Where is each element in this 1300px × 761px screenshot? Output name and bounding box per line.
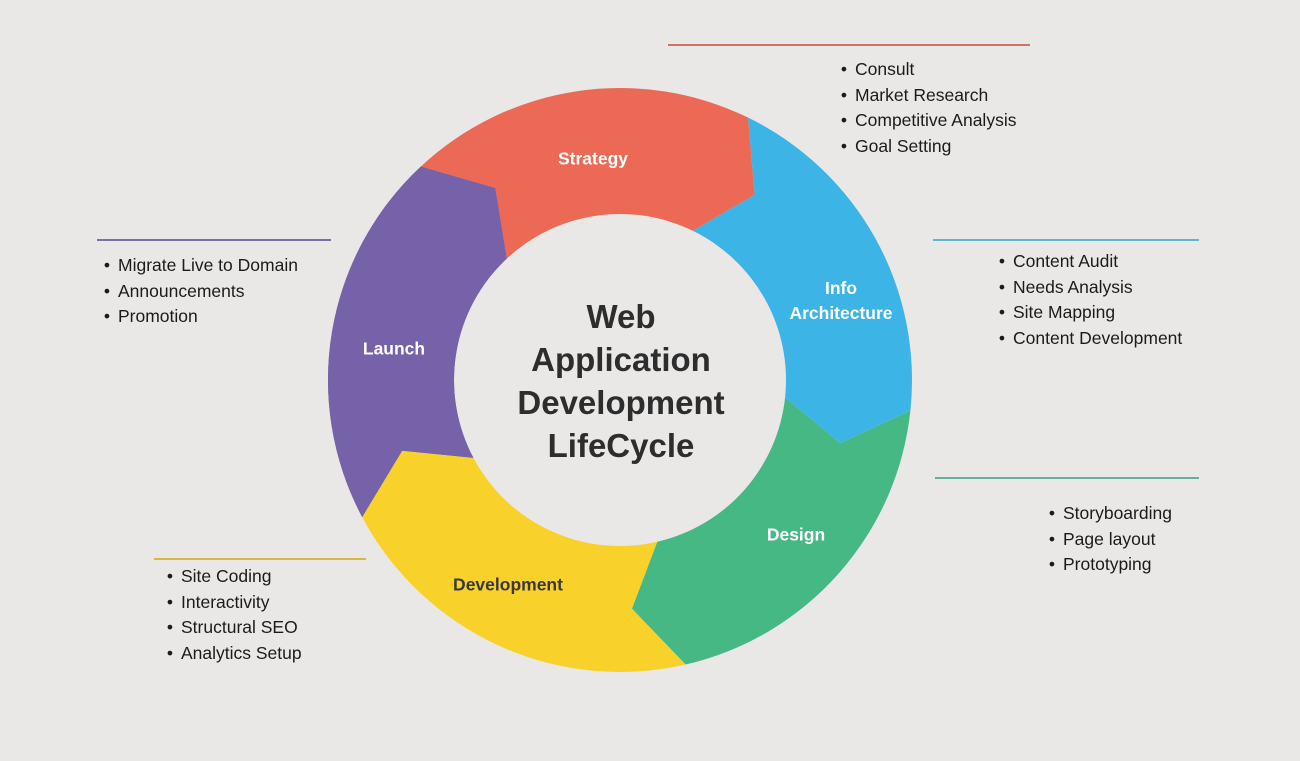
- list-item-text: Market Research: [855, 84, 989, 105]
- list-item: • Content Development: [994, 326, 1182, 352]
- bullet-icon: •: [998, 302, 1006, 322]
- segment-strategy: [420, 88, 755, 259]
- bullet-icon: •: [1048, 528, 1056, 549]
- segment-launch: [328, 166, 507, 518]
- list-item-text: Announcements: [118, 280, 245, 301]
- phase-divider-line-info-architecture: [933, 239, 1199, 241]
- list-item-text: Site Mapping: [1013, 302, 1116, 322]
- bullet-icon: •: [166, 591, 174, 612]
- list-item-text: Structural SEO: [181, 617, 298, 637]
- bullet-icon: •: [166, 617, 174, 637]
- segment-design: [631, 397, 911, 665]
- list-item: • Structural SEO: [162, 615, 302, 641]
- list-item-text: Migrate Live to Domain: [118, 255, 298, 275]
- segment-label-strategy: Strategy: [557, 148, 629, 169]
- list-item: • Site Coding: [162, 564, 302, 590]
- list-item-text: Goal Setting: [855, 135, 952, 156]
- bullet-icon: •: [840, 59, 848, 79]
- phase-divider-line-development: [154, 558, 366, 560]
- bullet-icon: •: [103, 280, 111, 301]
- list-item-text: Competitive Analysis: [855, 110, 1017, 130]
- bullet-icon: •: [998, 251, 1006, 271]
- list-item-text: Content Audit: [1013, 251, 1119, 271]
- phase-divider-line-strategy: [668, 44, 1030, 46]
- list-item-text: Content Development: [1013, 327, 1183, 348]
- segment-label-design: Design: [766, 524, 826, 545]
- segment-label-development: Development: [453, 574, 563, 595]
- list-item-text: Storyboarding: [1063, 503, 1172, 523]
- phase-notes-development: • Site Coding • Interactivity • Structural SE…: [162, 564, 302, 666]
- list-item-text: Site Coding: [181, 566, 272, 586]
- list-item: • Site Mapping: [994, 300, 1182, 326]
- bullet-icon: •: [998, 327, 1006, 348]
- list-item: • Goal Setting: [836, 134, 1016, 160]
- bullet-icon: •: [166, 642, 174, 663]
- list-item-text: Promotion: [118, 306, 198, 326]
- list-item-text: Needs Analysis: [1013, 276, 1133, 297]
- bullet-icon: •: [840, 110, 848, 130]
- phase-divider-line-design: [935, 477, 1199, 479]
- bullet-icon: •: [998, 276, 1006, 297]
- phase-notes-design: • Storyboarding • Page layout • Prototyping: [1044, 501, 1172, 578]
- list-item: • Analytics Setup: [162, 641, 302, 667]
- phase-divider-line-launch: [97, 239, 331, 241]
- bullet-icon: •: [840, 135, 848, 156]
- list-item-text: Analytics Setup: [181, 642, 302, 663]
- list-item-text: Interactivity: [181, 591, 270, 612]
- bullet-icon: •: [1048, 503, 1056, 523]
- list-item-text: Prototyping: [1063, 554, 1152, 574]
- segment-label-launch: Launch: [362, 338, 426, 359]
- list-item: • Competitive Analysis: [836, 108, 1017, 134]
- bullet-icon: •: [103, 306, 111, 326]
- bullet-icon: •: [840, 84, 848, 105]
- list-item: • Content Audit: [994, 249, 1182, 275]
- list-item-text: Page layout: [1063, 528, 1156, 549]
- list-item: • Needs Analysis: [994, 275, 1182, 301]
- list-item: • Page layout: [1044, 527, 1172, 553]
- segment-info-architecture: [692, 117, 912, 444]
- list-item: • Migrate Live to Domain: [99, 253, 298, 279]
- bullet-icon: •: [1048, 554, 1056, 574]
- bullet-icon: •: [166, 566, 174, 586]
- bullet-icon: •: [103, 255, 111, 275]
- list-item: • Promotion: [99, 304, 298, 330]
- list-item: • Announcements: [99, 279, 298, 305]
- list-item: • Market Research: [836, 83, 1016, 109]
- segment-label-info-architecture: Info Architecture: [789, 278, 893, 323]
- list-item: • Consult: [836, 57, 1016, 83]
- phase-notes-info-architecture: • Content Audit • Needs Analysis • Site Mappi…: [994, 249, 1182, 351]
- phase-notes-strategy: • Consult • Market Research • Competitive Ana…: [836, 57, 1017, 160]
- list-item: • Interactivity: [162, 590, 302, 616]
- segment-development: [362, 450, 686, 672]
- list-item: • Storyboarding: [1044, 501, 1172, 527]
- list-item: • Prototyping: [1044, 552, 1172, 578]
- phase-notes-launch: • Migrate Live to Domain • Announcements • Pr…: [99, 253, 298, 330]
- diagram-title: Web Application Development LifeCycle: [517, 298, 725, 464]
- list-item-text: Consult: [855, 59, 915, 79]
